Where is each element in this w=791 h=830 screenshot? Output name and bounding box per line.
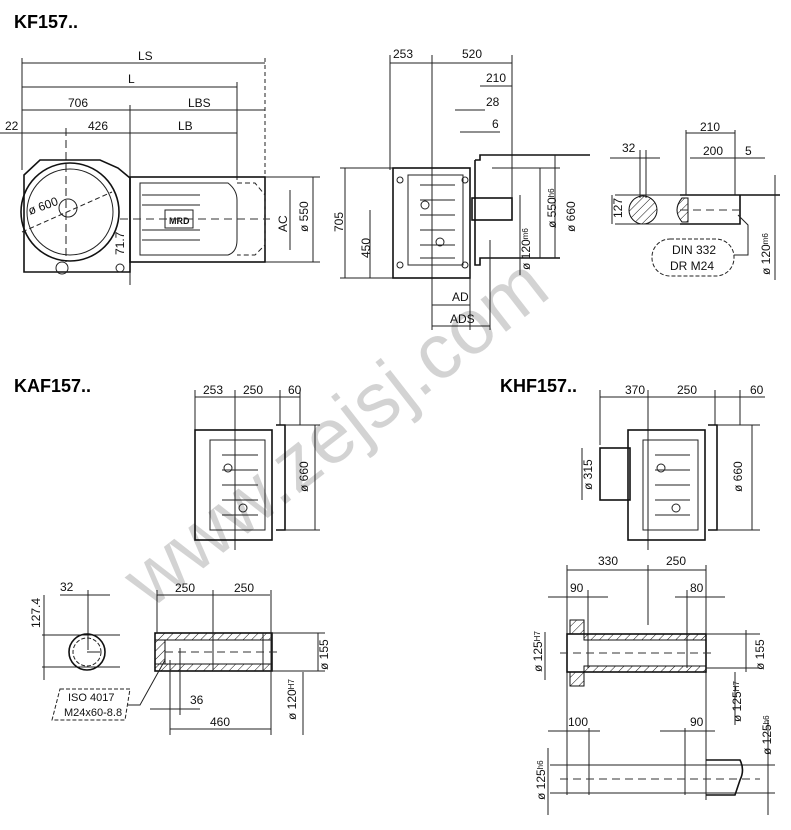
kaf-dim-60: 60 bbox=[288, 383, 302, 397]
khf-dim-90b: 90 bbox=[690, 715, 704, 729]
centre-hole-standard: DIN 332 bbox=[672, 243, 716, 257]
dim-28: 28 bbox=[486, 95, 500, 109]
kaf-dim-250b: 250 bbox=[234, 581, 254, 595]
dim-d120-m6: ø 120m6 bbox=[519, 228, 533, 270]
screw-standard: ISO 4017 bbox=[68, 692, 114, 704]
khf-dim-d660: ø 660 bbox=[731, 461, 745, 492]
khf-dim-60: 60 bbox=[750, 383, 764, 397]
khf-dim-d125-h7-left: ø 125H7 bbox=[531, 631, 545, 672]
dim-210: 210 bbox=[486, 71, 506, 85]
dim-71-7: 71.7 bbox=[113, 231, 127, 255]
motor-nameplate: MRD bbox=[169, 216, 190, 226]
dim-6: 6 bbox=[492, 117, 499, 131]
dim-d600: ø 600 bbox=[26, 194, 60, 218]
dim-l: L bbox=[128, 72, 135, 86]
dim-d660: ø 660 bbox=[564, 201, 578, 232]
khf-dim-250: 250 bbox=[677, 383, 697, 397]
khf-dim-d315: ø 315 bbox=[581, 459, 595, 490]
kaf-shaft-detail: 32 127.4 250 250 ø 155 ø 120H7 ISO 4017 … bbox=[29, 580, 331, 735]
khf-dim-d125-h6-right: ø 125h6 bbox=[760, 715, 774, 755]
kaf-dim-250a: 250 bbox=[175, 581, 195, 595]
khf-dim-d125-h7-right: ø 125H7 bbox=[730, 681, 744, 722]
dim-706: 706 bbox=[68, 96, 88, 110]
dim-520: 520 bbox=[462, 47, 482, 61]
kf-title: KF157.. bbox=[14, 12, 78, 32]
khf-dim-90: 90 bbox=[570, 581, 584, 595]
kaf-title: KAF157.. bbox=[14, 376, 91, 396]
dim-lbs: LBS bbox=[188, 96, 211, 110]
khf-top-view: 370 250 60 ø 315 ø 660 bbox=[581, 383, 765, 550]
kaf-dim-32: 32 bbox=[60, 580, 74, 594]
kf-front-view: 253 520 210 28 6 705 450 ø 550h6 ø 660 ø… bbox=[332, 47, 590, 330]
dim-shaft-200: 200 bbox=[703, 144, 723, 158]
dim-shaft-d120: ø 120m6 bbox=[759, 233, 773, 275]
kf-shaft-detail: 32 127 210 200 5 DIN 332 DR M24 ø 120m6 bbox=[610, 120, 780, 280]
dim-450: 450 bbox=[359, 238, 373, 258]
kaf-dim-d120-h7: ø 120H7 bbox=[285, 679, 299, 720]
khf-dim-d155: ø 155 bbox=[753, 639, 767, 670]
kaf-dim-253: 253 bbox=[203, 383, 223, 397]
kaf-dim-d155: ø 155 bbox=[317, 639, 331, 670]
kaf-dim-250: 250 bbox=[243, 383, 263, 397]
dim-d550-h6: ø 550h6 bbox=[545, 188, 559, 228]
khf-dim-370: 370 bbox=[625, 383, 645, 397]
screw-spec: M24x60-8.8 bbox=[64, 707, 122, 719]
khf-dim-250b: 250 bbox=[666, 554, 686, 568]
kaf-dim-d660: ø 660 bbox=[297, 461, 311, 492]
dim-ls: LS bbox=[138, 49, 153, 63]
kaf-top-view: 253 250 60 ø 660 bbox=[194, 383, 320, 550]
dim-ads: ADS bbox=[450, 312, 475, 326]
kf-side-view: MRD LS L 706 LBS 22 426 LB ø 600 71.7 AC… bbox=[0, 49, 320, 285]
khf-dim-330: 330 bbox=[598, 554, 618, 568]
khf-shaft-detail: 330 250 90 80 ø 125H7 ø 155 ø 125H7 100 … bbox=[531, 554, 775, 815]
khf-dim-80: 80 bbox=[690, 581, 704, 595]
dim-ad: AD bbox=[452, 290, 469, 304]
khf-dim-d125-h6-left: ø 125h6 bbox=[534, 760, 548, 800]
dim-426: 426 bbox=[88, 119, 108, 133]
khf-title: KHF157.. bbox=[500, 376, 577, 396]
dim-32: 32 bbox=[622, 141, 636, 155]
dim-127: 127 bbox=[611, 198, 625, 218]
kaf-dim-127-4: 127.4 bbox=[29, 598, 43, 628]
kaf-dim-460: 460 bbox=[210, 715, 230, 729]
centre-hole-thread: DR M24 bbox=[670, 259, 714, 273]
dim-shaft-5: 5 bbox=[745, 144, 752, 158]
dim-d550-motor: ø 550 bbox=[297, 201, 311, 232]
dim-lb: LB bbox=[178, 119, 193, 133]
watermark: www.zejsj.com bbox=[106, 239, 564, 624]
dim-253: 253 bbox=[393, 47, 413, 61]
dim-ac: AC bbox=[276, 215, 290, 232]
dim-705: 705 bbox=[332, 212, 346, 232]
khf-dim-100: 100 bbox=[568, 715, 588, 729]
dim-22: 22 bbox=[5, 119, 19, 133]
dim-shaft-210: 210 bbox=[700, 120, 720, 134]
kaf-dim-36: 36 bbox=[190, 693, 204, 707]
